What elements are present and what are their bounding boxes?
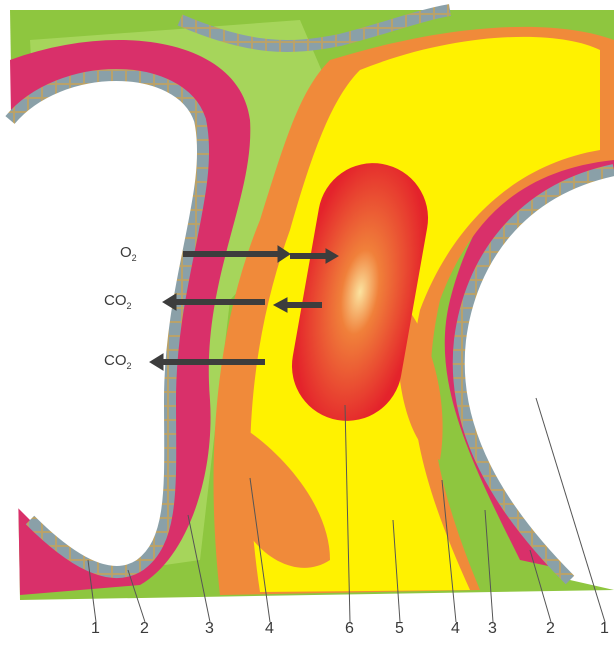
co2-label: CO2 [104,352,132,371]
label-plasma: 5 [395,620,404,638]
label-alveolar-air-right: 1 [600,620,609,638]
label-interstitium-left: 3 [205,620,214,638]
o2-label: O2 [120,244,137,263]
label-interstitium-right: 3 [488,620,497,638]
label-endothelium-right: 4 [451,620,460,638]
label-epithelium-right: 2 [546,620,555,638]
label-endothelium-left: 4 [265,620,274,638]
label-epithelium-left: 2 [140,620,149,638]
label-alveolar-air-left: 1 [91,620,100,638]
label-erythrocyte: 6 [345,620,354,638]
co2-label: CO2 [104,292,132,311]
